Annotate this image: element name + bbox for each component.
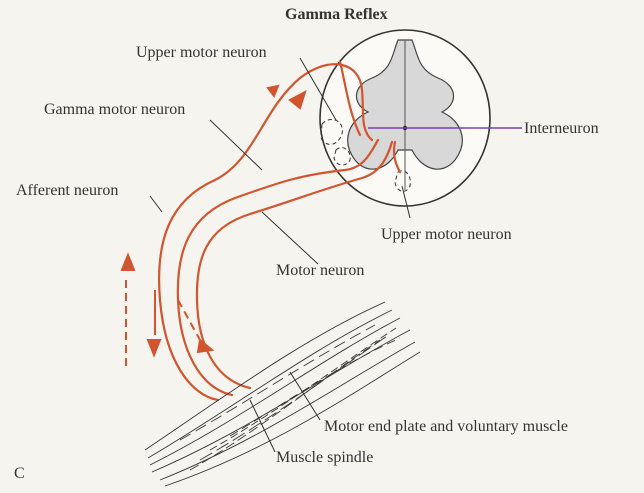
label-muscle-spindle: Muscle spindle — [276, 449, 373, 467]
label-gamma-motor-neuron: Gamma motor neuron — [44, 101, 185, 119]
label-afferent-neuron: Afferent neuron — [16, 182, 118, 200]
label-motor-neuron: Motor neuron — [276, 262, 364, 280]
spinal-cord-section — [320, 30, 490, 206]
diagram-title: Gamma Reflex — [285, 6, 388, 24]
label-upper-motor-neuron-bottom: Upper motor neuron — [381, 226, 512, 244]
label-interneuron: Interneuron — [524, 120, 599, 138]
label-upper-motor-neuron-top: Upper motor neuron — [136, 44, 267, 62]
panel-letter: C — [14, 465, 25, 483]
label-motor-end-plate: Motor end plate and voluntary muscle — [324, 418, 568, 436]
flow-arrows — [122, 86, 305, 370]
